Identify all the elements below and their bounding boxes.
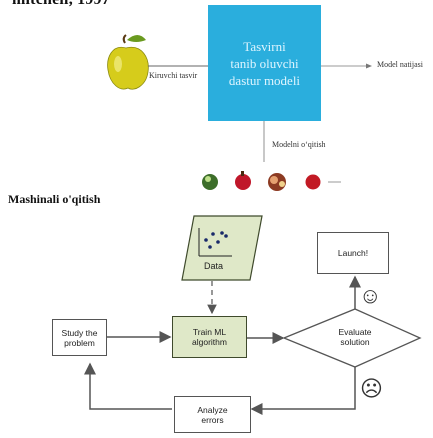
- output-label: Model natijasi: [377, 60, 423, 69]
- model-box-line-2: tanib oluvchi: [230, 56, 299, 71]
- evaluate-label-line-2: solution: [340, 337, 370, 347]
- happy-face-icon: ☺: [359, 283, 382, 308]
- evaluate-label: Evaluate solution: [324, 327, 386, 347]
- model-box: Tasvirni tanib oluvchi dastur modeli: [208, 5, 321, 121]
- apple-icon: [107, 34, 149, 90]
- study-label-line-2: problem: [64, 337, 95, 348]
- input-label: Kiruvchi tasvir: [149, 71, 198, 80]
- analyze-label-line-2: errors: [201, 414, 224, 425]
- fruit-images: [202, 171, 341, 191]
- evaluate-node: [282, 308, 422, 368]
- analyze-label-line-1: Analyze: [197, 404, 228, 415]
- ai-illustration: [107, 34, 372, 191]
- train-label-line-1: Train ML: [192, 327, 227, 337]
- study-label-line-1: Study the: [61, 327, 98, 338]
- top-caption: mitchell, 1997: [12, 0, 110, 9]
- evaluate-to-analyze-arrow: [250, 367, 356, 415]
- model-box-line-1: Tasvirni: [243, 39, 286, 54]
- train-label-line-2: algorithm: [192, 337, 227, 347]
- model-box-line-3: dastur modeli: [228, 73, 301, 88]
- study-problem-node: Study the problem: [52, 319, 107, 356]
- sad-face-icon: ☹: [360, 376, 383, 401]
- launch-node: Launch!: [317, 232, 389, 274]
- data-label: Data: [204, 261, 224, 271]
- analyze-errors-node: Analyze errors: [174, 396, 251, 433]
- scatter-icon: [198, 228, 232, 257]
- data-node: [181, 215, 263, 281]
- evaluate-label-line-1: Evaluate: [338, 327, 372, 337]
- analyze-to-study-arrow: [84, 362, 172, 410]
- launch-label: Launch!: [337, 248, 369, 258]
- training-label: Modelni o‘qitish: [272, 140, 326, 149]
- section-title: Mashinali o'qitish: [8, 192, 101, 206]
- train-ml-node: Train ML algorithm: [172, 316, 247, 358]
